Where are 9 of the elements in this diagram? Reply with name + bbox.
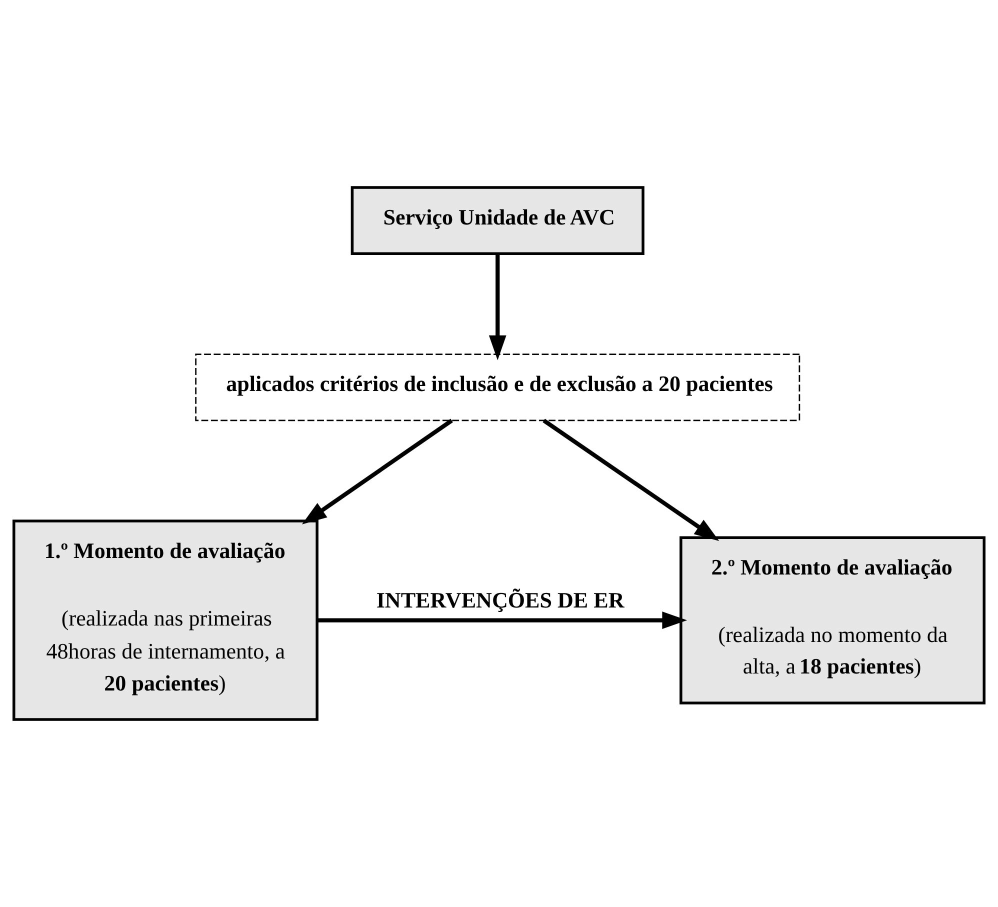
node-box: 1.º Momento de avaliação (realizada nas primeiras 48horas de internamento, a 20 pacientes): [12, 520, 318, 721]
node-box: aplicados critérios de inclusão e de exclusão a 20 pacientes: [195, 354, 800, 422]
arrow: [302, 418, 453, 524]
arrow: [317, 612, 688, 629]
arrow: [542, 418, 720, 541]
arrow: [488, 254, 506, 360]
edge-label: INTERVENÇÕES DE ER: [376, 588, 624, 613]
node-box: Serviço Unidade de AVC: [350, 186, 644, 256]
node-box: 2.º Momento de avaliação (realizada no momento da alta, a 18 pacientes): [680, 536, 986, 704]
